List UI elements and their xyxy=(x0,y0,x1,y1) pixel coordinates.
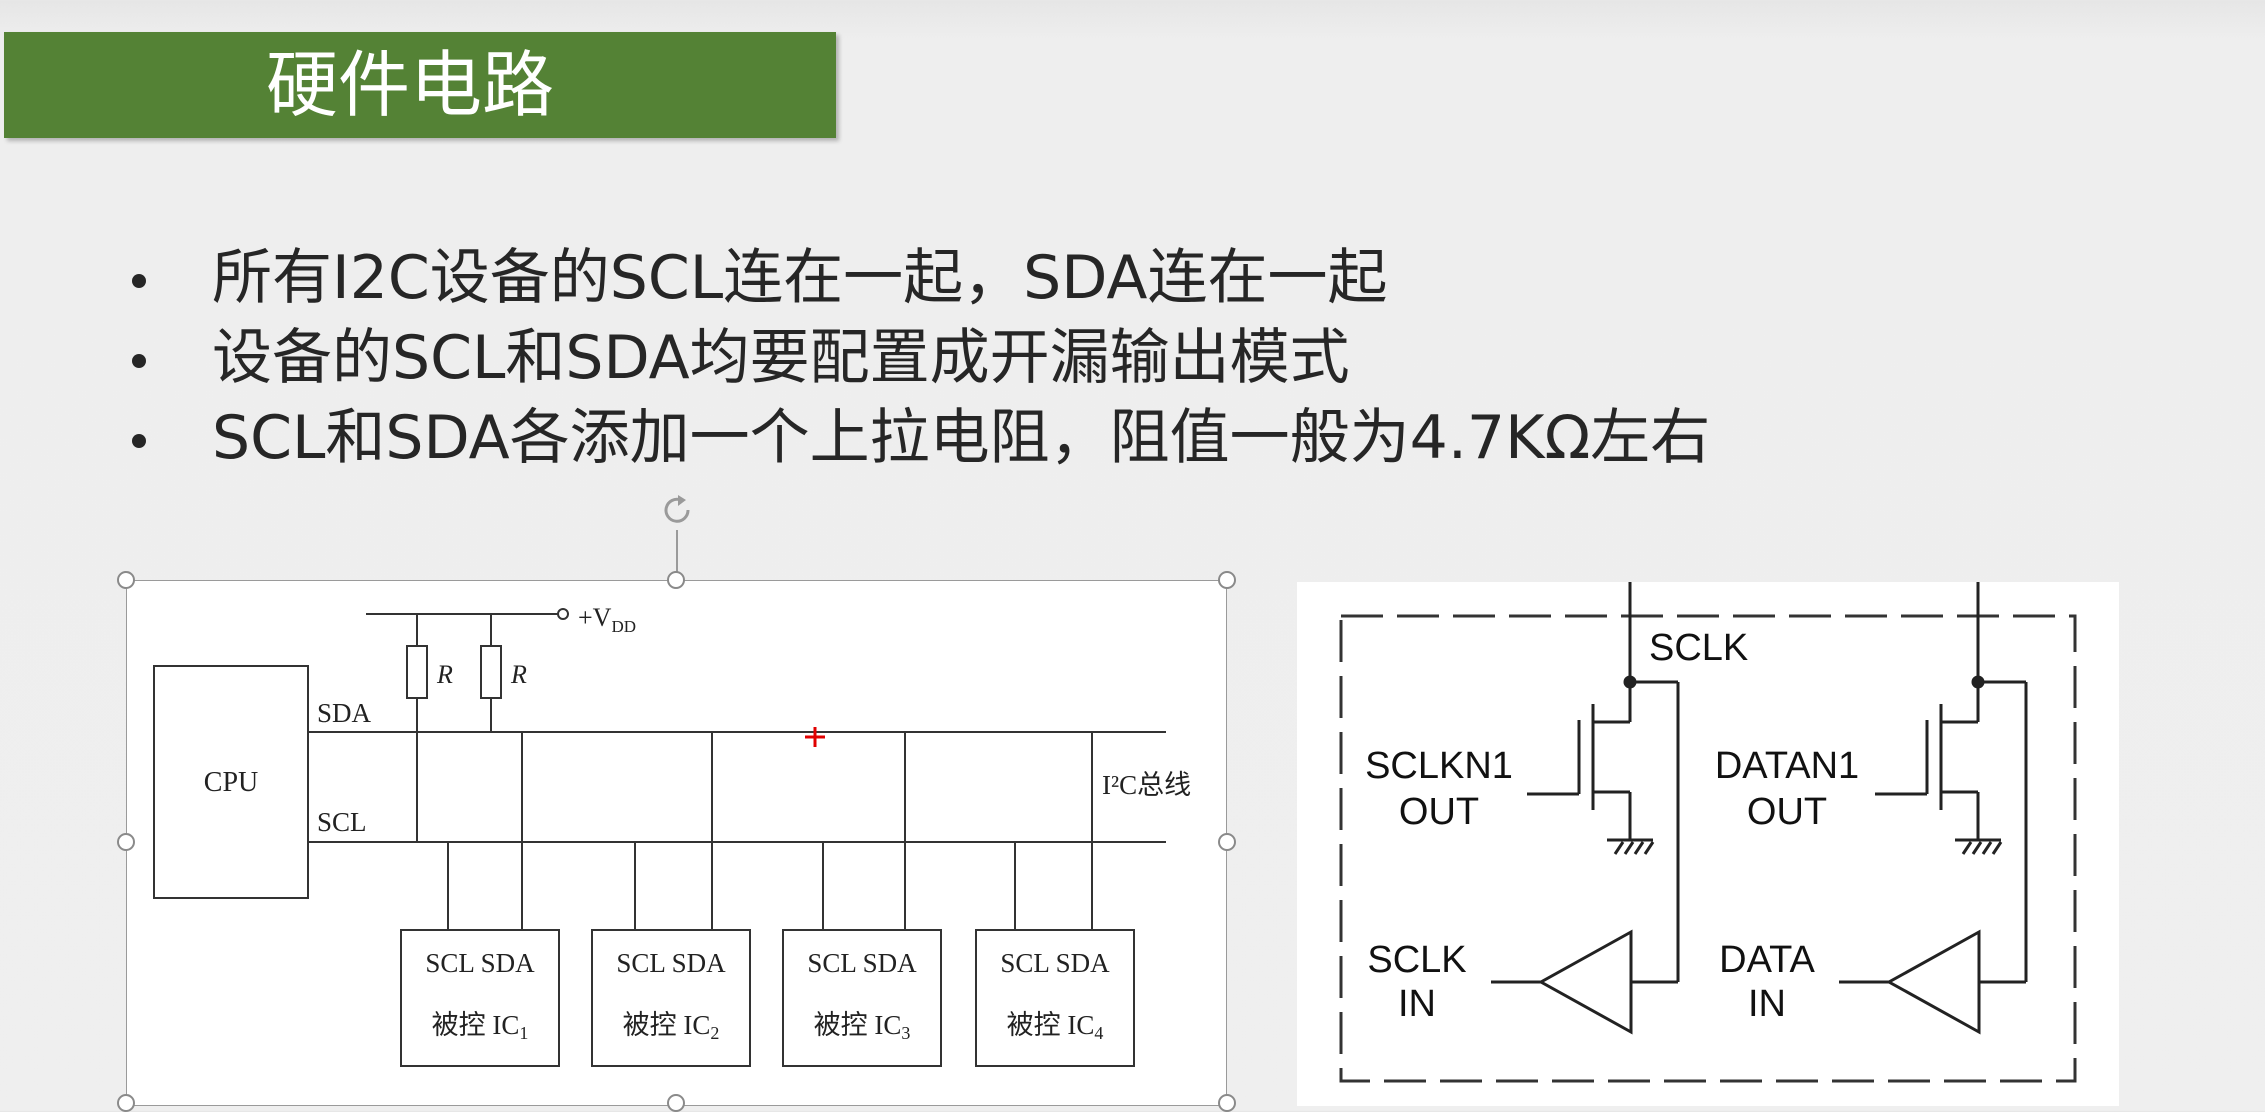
right-in-label-line2: IN xyxy=(1748,983,1786,1025)
rotate-handle-stem xyxy=(676,530,678,580)
input-buffer-triangle xyxy=(1885,929,1981,1035)
resize-handle-left[interactable] xyxy=(117,833,135,851)
open-drain-circuit-diagram[interactable]: SCLK SCLKN1 OUT SCLK IN DATAN1 OUT DATA … xyxy=(1297,582,2119,1106)
right-in-label-line1: DATA xyxy=(1719,939,1815,981)
resize-handle-right[interactable] xyxy=(1218,833,1236,851)
scl-label: SCL xyxy=(317,807,367,837)
resize-handle-top-left[interactable] xyxy=(117,571,135,589)
ground-hatch xyxy=(1961,841,1973,855)
left-out-label-line2: OUT xyxy=(1399,791,1479,833)
rotate-handle-icon[interactable] xyxy=(657,490,697,530)
device-name-label: 被控 IC1 xyxy=(432,1010,529,1043)
i2c-bus-diagram-svg: +VDD R R CPU SDA SCL I²C总线 SCL SDA 被控 IC… xyxy=(153,603,1191,1067)
right-out-label-line1: DATAN1 xyxy=(1715,745,1859,787)
device-box-ic1 xyxy=(400,929,560,1067)
bullet-dot-icon xyxy=(132,274,146,288)
ground-hatch xyxy=(1613,841,1625,855)
bullet-item: SCL和SDA各添加一个上拉电阻，阻值一般为4.7KΩ左右 xyxy=(122,398,1710,478)
sclk-pin-label: SCLK xyxy=(1649,627,1748,669)
resize-handle-top-right[interactable] xyxy=(1218,571,1236,589)
resize-handle-top[interactable] xyxy=(667,571,685,589)
device-box-ic4 xyxy=(975,929,1135,1067)
left-in-label-line2: IN xyxy=(1398,983,1436,1025)
vdd-terminal xyxy=(557,608,569,620)
resistor-label: R xyxy=(510,660,527,689)
device-pins-label: SCL SDA xyxy=(1000,948,1110,978)
bullet-item: 所有I2C设备的SCL连在一起，SDA连在一起 xyxy=(122,238,1710,318)
cpu-box xyxy=(153,665,309,899)
left-out-label-line1: SCLKN1 xyxy=(1365,745,1513,787)
resize-handle-bottom[interactable] xyxy=(667,1094,685,1112)
device-pins-label: SCL SDA xyxy=(425,948,535,978)
open-drain-circuit-svg: SCLK SCLKN1 OUT SCLK IN DATAN1 OUT DATA … xyxy=(1339,582,2077,1083)
device-name-label: 被控 IC3 xyxy=(814,1010,911,1043)
title-bar[interactable]: 硬件电路 xyxy=(4,32,836,138)
ground-hatch xyxy=(1633,841,1645,855)
ground-hatch xyxy=(1991,841,2003,855)
vdd-label: +VDD xyxy=(578,603,636,636)
crosshair-cursor-icon xyxy=(805,727,825,747)
ground-hatch xyxy=(1971,841,1983,855)
i2c-bus-diagram[interactable]: +VDD R R CPU SDA SCL I²C总线 SCL SDA 被控 IC… xyxy=(126,580,1226,1106)
ground-hatch xyxy=(1623,841,1635,855)
left-in-label-line1: SCLK xyxy=(1367,939,1466,981)
bus-label: I²C总线 xyxy=(1102,770,1191,800)
bullet-dot-icon xyxy=(132,434,146,448)
device-name-label: 被控 IC4 xyxy=(1007,1010,1104,1043)
device-box-ic2 xyxy=(591,929,751,1067)
bullet-dot-icon xyxy=(132,354,146,368)
bullet-list[interactable]: 所有I2C设备的SCL连在一起，SDA连在一起 设备的SCL和SDA均要配置成开… xyxy=(122,238,1710,478)
device-name-label: 被控 IC2 xyxy=(623,1010,720,1043)
resize-handle-bottom-right[interactable] xyxy=(1218,1094,1236,1112)
bullet-text: SCL和SDA各添加一个上拉电阻，阻值一般为4.7KΩ左右 xyxy=(212,403,1711,473)
bullet-text: 所有I2C设备的SCL连在一起，SDA连在一起 xyxy=(212,243,1388,313)
device-box-ic3 xyxy=(782,929,942,1067)
bullet-item: 设备的SCL和SDA均要配置成开漏输出模式 xyxy=(122,318,1710,398)
ground-hatch xyxy=(1981,841,1993,855)
bullet-text: 设备的SCL和SDA均要配置成开漏输出模式 xyxy=(212,323,1350,393)
device-pins-label: SCL SDA xyxy=(807,948,917,978)
input-buffer-triangle xyxy=(1537,929,1633,1035)
sda-label: SDA xyxy=(317,698,372,728)
resistor-label: R xyxy=(436,660,453,689)
device-pins-label: SCL SDA xyxy=(616,948,726,978)
right-out-label-line2: OUT xyxy=(1747,791,1827,833)
resize-handle-bottom-left[interactable] xyxy=(117,1094,135,1112)
resistor-r1 xyxy=(406,645,428,699)
chip-boundary xyxy=(1339,614,2077,1083)
resistor-r2 xyxy=(480,645,502,699)
slide-title: 硬件电路 xyxy=(265,43,554,127)
ground-hatch xyxy=(1643,841,1655,855)
cpu-label: CPU xyxy=(204,767,258,798)
